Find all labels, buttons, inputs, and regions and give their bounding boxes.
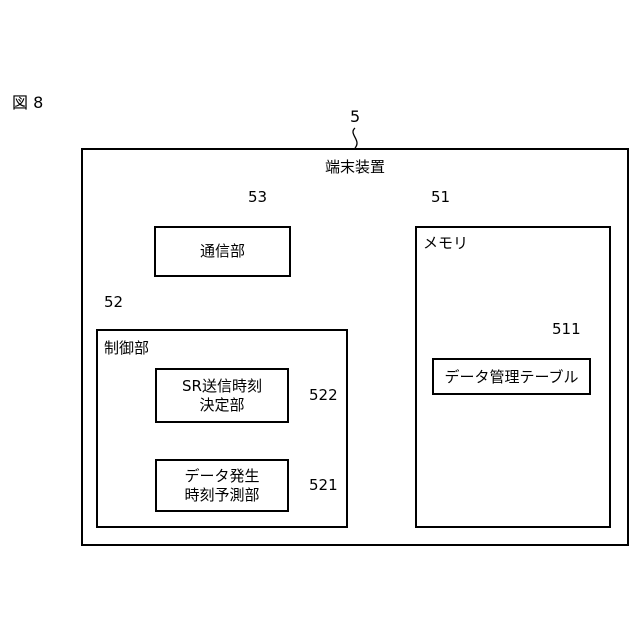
control-unit-label: 制御部 <box>104 339 149 357</box>
data-prediction-line1: データ発生 <box>157 467 287 485</box>
memory-label: メモリ <box>423 234 468 252</box>
leader-5 <box>353 128 357 148</box>
data-prediction-box: データ発生 時刻予測部 <box>155 459 289 512</box>
terminal-title: 端末装置 <box>300 158 410 176</box>
communication-unit-ref: 53 <box>248 188 267 206</box>
memory-ref: 51 <box>431 188 450 206</box>
data-prediction-ref: 521 <box>309 476 338 494</box>
sr-decision-line2: 決定部 <box>157 396 287 414</box>
terminal-ref: 5 <box>350 108 360 126</box>
sr-decision-ref: 522 <box>309 386 338 404</box>
sr-decision-line1: SR送信時刻 <box>157 377 287 395</box>
data-table-box: データ管理テーブル <box>432 358 591 395</box>
data-table-ref: 511 <box>552 320 581 338</box>
communication-unit-box: 通信部 <box>154 226 291 277</box>
control-unit-ref: 52 <box>104 293 123 311</box>
data-prediction-line2: 時刻予測部 <box>157 486 287 504</box>
data-table-label: データ管理テーブル <box>434 368 589 386</box>
sr-decision-box: SR送信時刻 決定部 <box>155 368 289 423</box>
communication-unit-label: 通信部 <box>156 242 289 260</box>
